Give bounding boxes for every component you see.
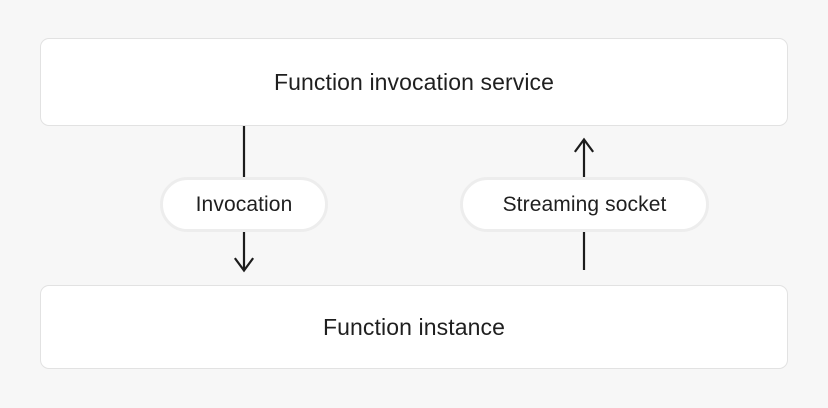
node-function-instance: Function instance <box>40 285 788 369</box>
node-function-instance-label: Function instance <box>323 313 505 340</box>
edge-label-invocation-text: Invocation <box>195 193 293 216</box>
edge-label-streaming-socket: Streaming socket <box>460 177 709 232</box>
edge-label-invocation: Invocation <box>160 177 328 232</box>
edge-label-streaming-socket-text: Streaming socket <box>502 193 667 216</box>
node-function-invocation-service: Function invocation service <box>40 38 788 126</box>
arrowhead-down-icon <box>233 257 255 273</box>
node-function-invocation-service-label: Function invocation service <box>273 68 555 95</box>
arrowhead-up-icon <box>573 137 595 153</box>
